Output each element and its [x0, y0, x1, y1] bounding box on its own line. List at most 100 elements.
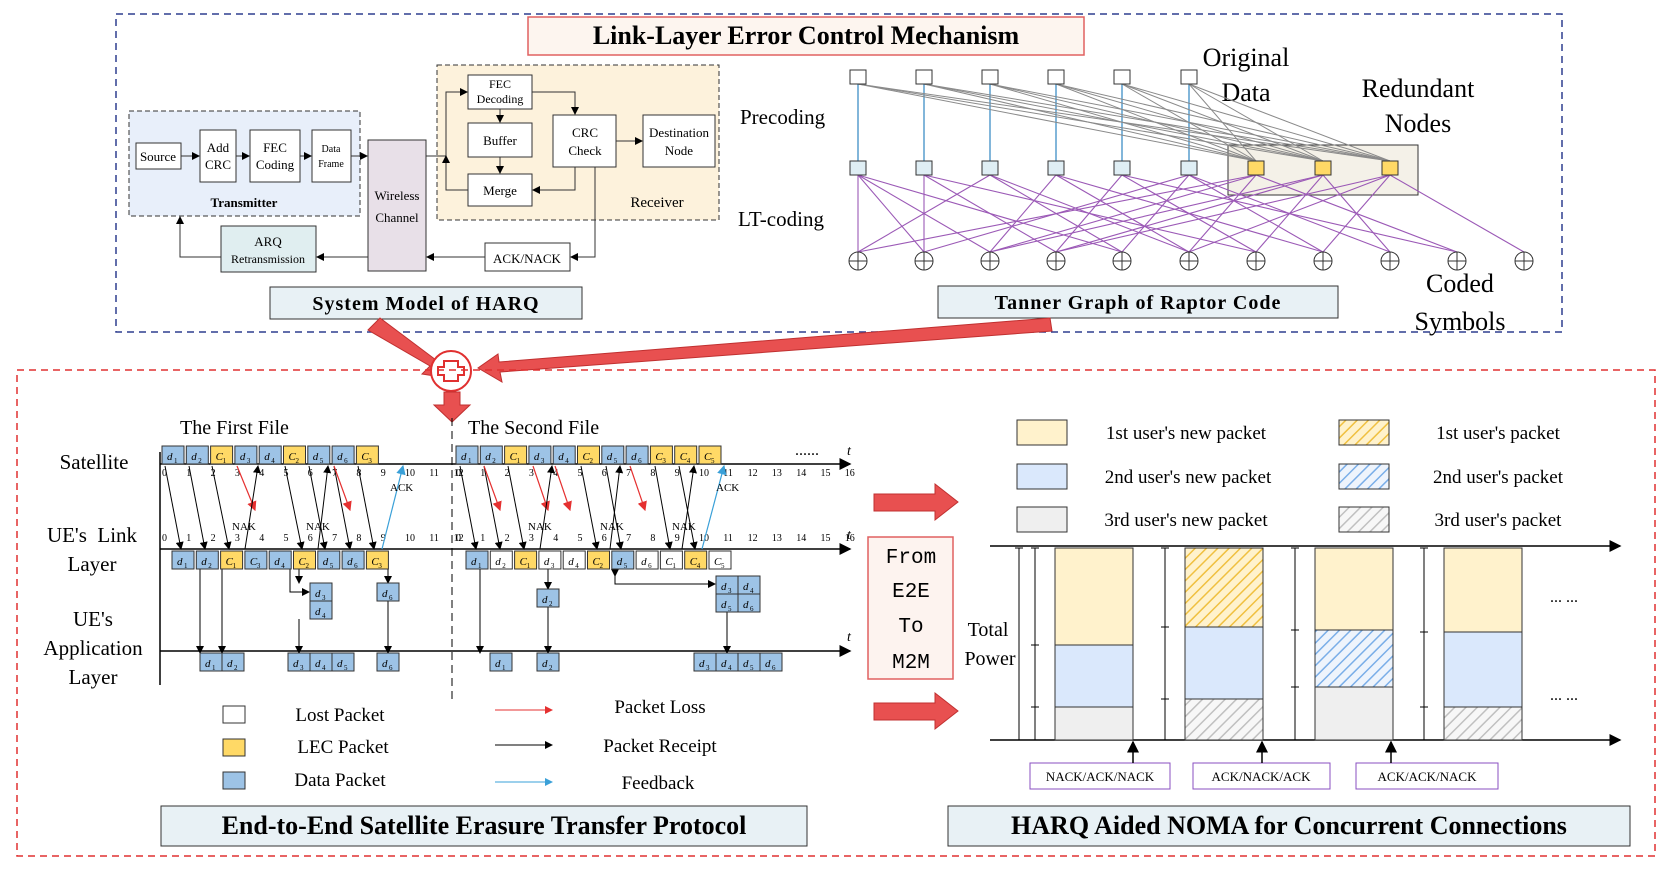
packet-subscript: 2 [492, 457, 496, 465]
lt-edge [1055, 174, 1391, 253]
from-to-line-1: From [886, 547, 936, 570]
packet-subscript: 6 [750, 605, 754, 613]
row-label-link-2: Layer [68, 552, 117, 576]
packet-label: C [690, 556, 698, 568]
tick-label: 9 [675, 468, 680, 479]
packet-label: d [337, 658, 343, 670]
packet-subscript: 4 [687, 457, 691, 465]
packet-label: C [250, 556, 258, 568]
power-segment [1314, 547, 1394, 631]
packet-box [171, 550, 195, 570]
tick-label: 8 [356, 468, 361, 479]
packet-subscript: 2 [234, 664, 238, 672]
add-crc-box [199, 129, 237, 183]
packet-subscript: 1 [174, 457, 178, 465]
loss-arrow [483, 465, 502, 512]
packet-subscript: 5 [330, 562, 334, 570]
raptor-caption-box [937, 285, 1339, 319]
nak-label-4: NAK [600, 521, 624, 533]
feedback-arrow [701, 464, 727, 550]
packet-box [309, 600, 333, 620]
packet-box [355, 445, 379, 465]
tick-label: 14 [796, 533, 806, 544]
packet-label: d [534, 451, 540, 463]
packet-subscript: 2 [296, 457, 300, 465]
feedback-label-1: NACK/ACK/NACK [1046, 769, 1155, 784]
packet-label: d [205, 658, 211, 670]
packet-label: C [680, 451, 688, 463]
lt-edge [857, 174, 925, 253]
packet-box [715, 575, 739, 595]
packet-subscript: 5 [320, 457, 324, 465]
packet-subscript: 4 [271, 457, 275, 465]
crc-check-label-1: CRC [572, 125, 598, 140]
original-data-node [1047, 69, 1065, 85]
tick-label: 4 [553, 468, 558, 479]
tick-label: 1 [480, 468, 485, 479]
ack-label-2: ACK [716, 482, 739, 494]
packet-box [528, 445, 552, 465]
tick-label: 5 [578, 533, 583, 544]
packet-label: d [631, 451, 637, 463]
from-to-line-2: E2E [892, 581, 930, 604]
packet-subscript: 6 [648, 562, 652, 570]
packet-subscript: 6 [354, 562, 358, 570]
packet-subscript: 1 [502, 664, 506, 672]
packet-box [538, 550, 562, 570]
tick-label: 1 [186, 468, 191, 479]
packet-box [693, 652, 717, 672]
transition-block: From E2E To M2M [867, 482, 959, 731]
noma-caption-box [947, 805, 1631, 847]
merge-box [467, 173, 533, 207]
axis-t-app: t [847, 630, 852, 645]
top-title-box [527, 16, 1085, 56]
packet-box [220, 550, 244, 570]
power-segment [1184, 547, 1264, 628]
packet-box [715, 593, 739, 613]
packet-subscript: 5 [344, 664, 348, 672]
nak-label-1: NAK [232, 521, 256, 533]
packet-box [759, 652, 783, 672]
packet-label: d [743, 599, 749, 611]
tick-label: 15 [821, 468, 831, 479]
receipt-arrow [459, 465, 479, 550]
original-data-node [1180, 69, 1198, 85]
row-label-app-3: Layer [69, 665, 118, 689]
packet-label: C [655, 451, 663, 463]
packet-box [715, 652, 739, 672]
tick-label: 7 [332, 468, 337, 479]
receipt-arrow [333, 465, 353, 550]
intermediate-node [1113, 160, 1131, 176]
ack-nack-label: ACK/NACK [493, 251, 562, 266]
tick-label: 2 [505, 468, 510, 479]
packet-label: d [227, 658, 233, 670]
tick-label: 4 [553, 533, 558, 544]
packet-subscript: 3 [706, 664, 710, 672]
packet-box [365, 550, 389, 570]
tick-label: 3 [235, 468, 240, 479]
packet-subscript: 4 [565, 457, 569, 465]
noma-ellipsis-2: ... ... [1550, 687, 1578, 704]
wireless-channel-box [367, 139, 427, 272]
packet-box [489, 550, 513, 570]
protocol-caption: End-to-End Satellite Erasure Transfer Pr… [222, 811, 747, 840]
packet-subscript: 4 [322, 612, 326, 620]
harq-caption: System Model of HARQ [312, 293, 539, 315]
original-data-node [849, 69, 867, 85]
packet-subscript: 2 [590, 457, 594, 465]
tick-label: 11 [429, 468, 439, 479]
tick-label: 2 [211, 533, 216, 544]
packet-label: C [704, 451, 712, 463]
packet-subscript: 2 [600, 562, 604, 570]
total-power-label-1: Total [968, 619, 1009, 641]
packet-label: d [542, 594, 548, 606]
packet-label: d [495, 556, 501, 568]
packet-label: C [665, 556, 673, 568]
packet-box [309, 652, 333, 672]
tick-label: 11 [723, 533, 733, 544]
from-to-line-4: M2M [892, 652, 930, 675]
total-power-label-2: Power [964, 648, 1015, 670]
from-to-line-3: To [898, 616, 923, 639]
tick-label: 10 [699, 468, 709, 479]
